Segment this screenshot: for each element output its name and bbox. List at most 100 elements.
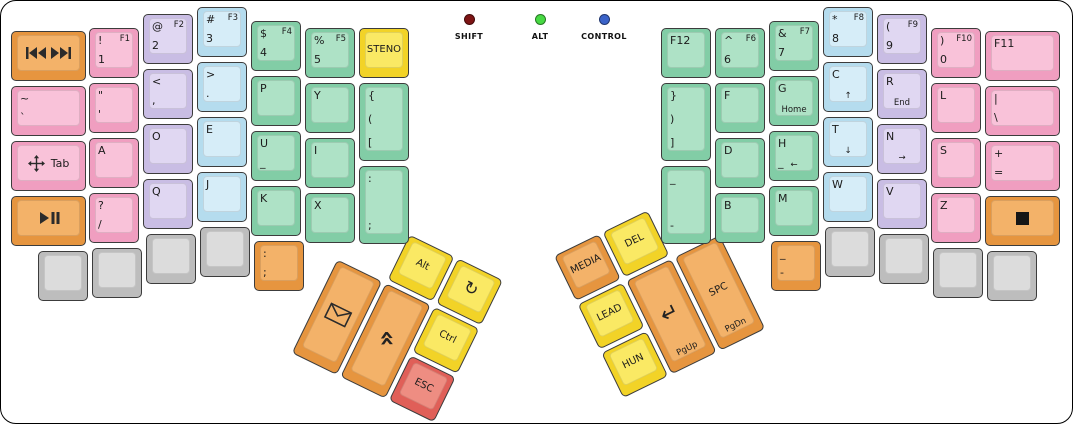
key-g-legend-tl: G <box>778 82 787 95</box>
key-z[interactable]: Z <box>931 193 981 243</box>
key-b[interactable]: B <box>715 193 765 243</box>
key-h-legend-bl: _ <box>778 156 784 169</box>
key-backslash-legend-tl: | <box>994 92 998 105</box>
key-blank-r2[interactable] <box>879 234 929 284</box>
key-period-legend-tl: > <box>206 68 216 81</box>
key-plus-equals-legend-bl: = <box>994 166 1004 179</box>
key-i[interactable]: I <box>305 138 355 188</box>
key-x-legend-tl: X <box>314 199 322 212</box>
key-f12-legend-tl: F12 <box>670 34 691 47</box>
key-envelope[interactable] <box>291 259 383 375</box>
key-u[interactable]: U_ <box>251 131 301 181</box>
key-u-legend-bl: _ <box>260 156 266 169</box>
key-4-legend-bl: 4 <box>260 46 267 59</box>
key-f[interactable]: F <box>715 83 765 133</box>
key-close-brackets[interactable]: })] <box>661 83 711 161</box>
key-g[interactable]: G Home <box>769 76 819 126</box>
key-open-brackets-legend-tl: { <box>368 89 375 102</box>
key-h[interactable]: H_← <box>769 131 819 181</box>
key-close-brackets-legend-bl: ] <box>670 136 675 149</box>
key-quote-legend-bl: ' <box>98 108 102 121</box>
alt-led-label: ALT <box>531 32 549 41</box>
key-space-legend-bc: PgDn <box>723 315 748 335</box>
key-open-brackets[interactable]: {([ <box>359 83 409 161</box>
key-4-legend-tr: F4 <box>281 27 292 37</box>
key-slash[interactable]: ?/ <box>89 193 139 243</box>
envelope-icon <box>324 301 353 328</box>
key-f12[interactable]: F12 <box>661 28 711 78</box>
key-media-prev-next[interactable] <box>11 31 86 81</box>
key-blank-r1[interactable] <box>825 227 875 277</box>
key-m[interactable]: M <box>769 186 819 236</box>
key-y[interactable]: Y <box>305 83 355 133</box>
key-a[interactable]: A <box>89 138 139 188</box>
key-colon-bottom-legend-tl: : <box>263 247 267 260</box>
key-blank-r3[interactable] <box>933 248 983 298</box>
key-slash-legend-tl: ? <box>98 199 104 212</box>
key-o[interactable]: O <box>143 124 193 174</box>
key-steno[interactable]: STENO <box>359 28 409 78</box>
key-s[interactable]: S <box>931 138 981 188</box>
key-stop[interactable] <box>985 196 1060 246</box>
key-w[interactable]: W <box>823 172 873 222</box>
key-blank-l3[interactable] <box>146 234 196 284</box>
key-5-legend-tl: % <box>314 34 325 47</box>
key-p[interactable]: P <box>251 76 301 126</box>
key-k[interactable]: K <box>251 186 301 236</box>
control-led-label: CONTROL <box>581 32 627 41</box>
key-plus-equals[interactable]: += <box>985 141 1060 191</box>
skip-end-icon <box>50 46 72 60</box>
key-period-legend-bl: . <box>206 87 210 100</box>
redo-icon: ↻ <box>460 276 482 301</box>
key-q[interactable]: Q <box>143 179 193 229</box>
key-quote[interactable]: "' <box>89 83 139 133</box>
key-colon-inner[interactable]: :; <box>359 166 409 244</box>
key-b-legend-tl: B <box>724 199 732 212</box>
key-l[interactable]: L <box>931 83 981 133</box>
key-z-legend-tl: Z <box>940 199 948 212</box>
key-g-legend-bc: Home <box>781 104 807 115</box>
key-c-legend-tl: C <box>832 68 840 81</box>
key-blank-l4[interactable] <box>200 227 250 277</box>
key-backslash[interactable]: |\ <box>985 86 1060 136</box>
key-colon-bottom[interactable]: :; <box>254 241 304 291</box>
shift-led-label: SHIFT <box>454 32 484 41</box>
key-c[interactable]: C↑ <box>823 62 873 112</box>
key-dash-inner[interactable]: _- <box>661 166 711 244</box>
key-j[interactable]: J <box>197 172 247 222</box>
key-d[interactable]: D <box>715 138 765 188</box>
key-tilde[interactable]: ~` <box>11 86 86 136</box>
control-led-icon <box>598 14 610 25</box>
key-f11-legend-tl: F11 <box>994 37 1015 50</box>
key-blank-r4[interactable] <box>987 251 1037 301</box>
key-k-legend-tl: K <box>260 192 268 205</box>
key-f11[interactable]: F11 <box>985 31 1060 81</box>
key-dash-bottom[interactable]: _- <box>771 241 821 291</box>
key-comma-legend-bl: , <box>152 94 156 107</box>
key-comma[interactable]: <, <box>143 69 193 119</box>
key-play-pause[interactable] <box>11 196 86 246</box>
key-e[interactable]: E <box>197 117 247 167</box>
key-period[interactable]: >. <box>197 62 247 112</box>
key-blank-l1[interactable] <box>38 251 88 301</box>
key-x[interactable]: X <box>305 193 355 243</box>
key-move-tab-label: Tab <box>50 156 70 170</box>
key-blank-l2[interactable] <box>92 248 142 298</box>
key-move-tab[interactable]: Tab <box>11 141 86 191</box>
key-2-legend-bl: 2 <box>152 39 159 52</box>
key-t[interactable]: T↓ <box>823 117 873 167</box>
key-l-legend-tl: L <box>940 89 947 102</box>
key-v[interactable]: V <box>877 179 927 229</box>
key-n[interactable]: N→ <box>877 124 927 174</box>
